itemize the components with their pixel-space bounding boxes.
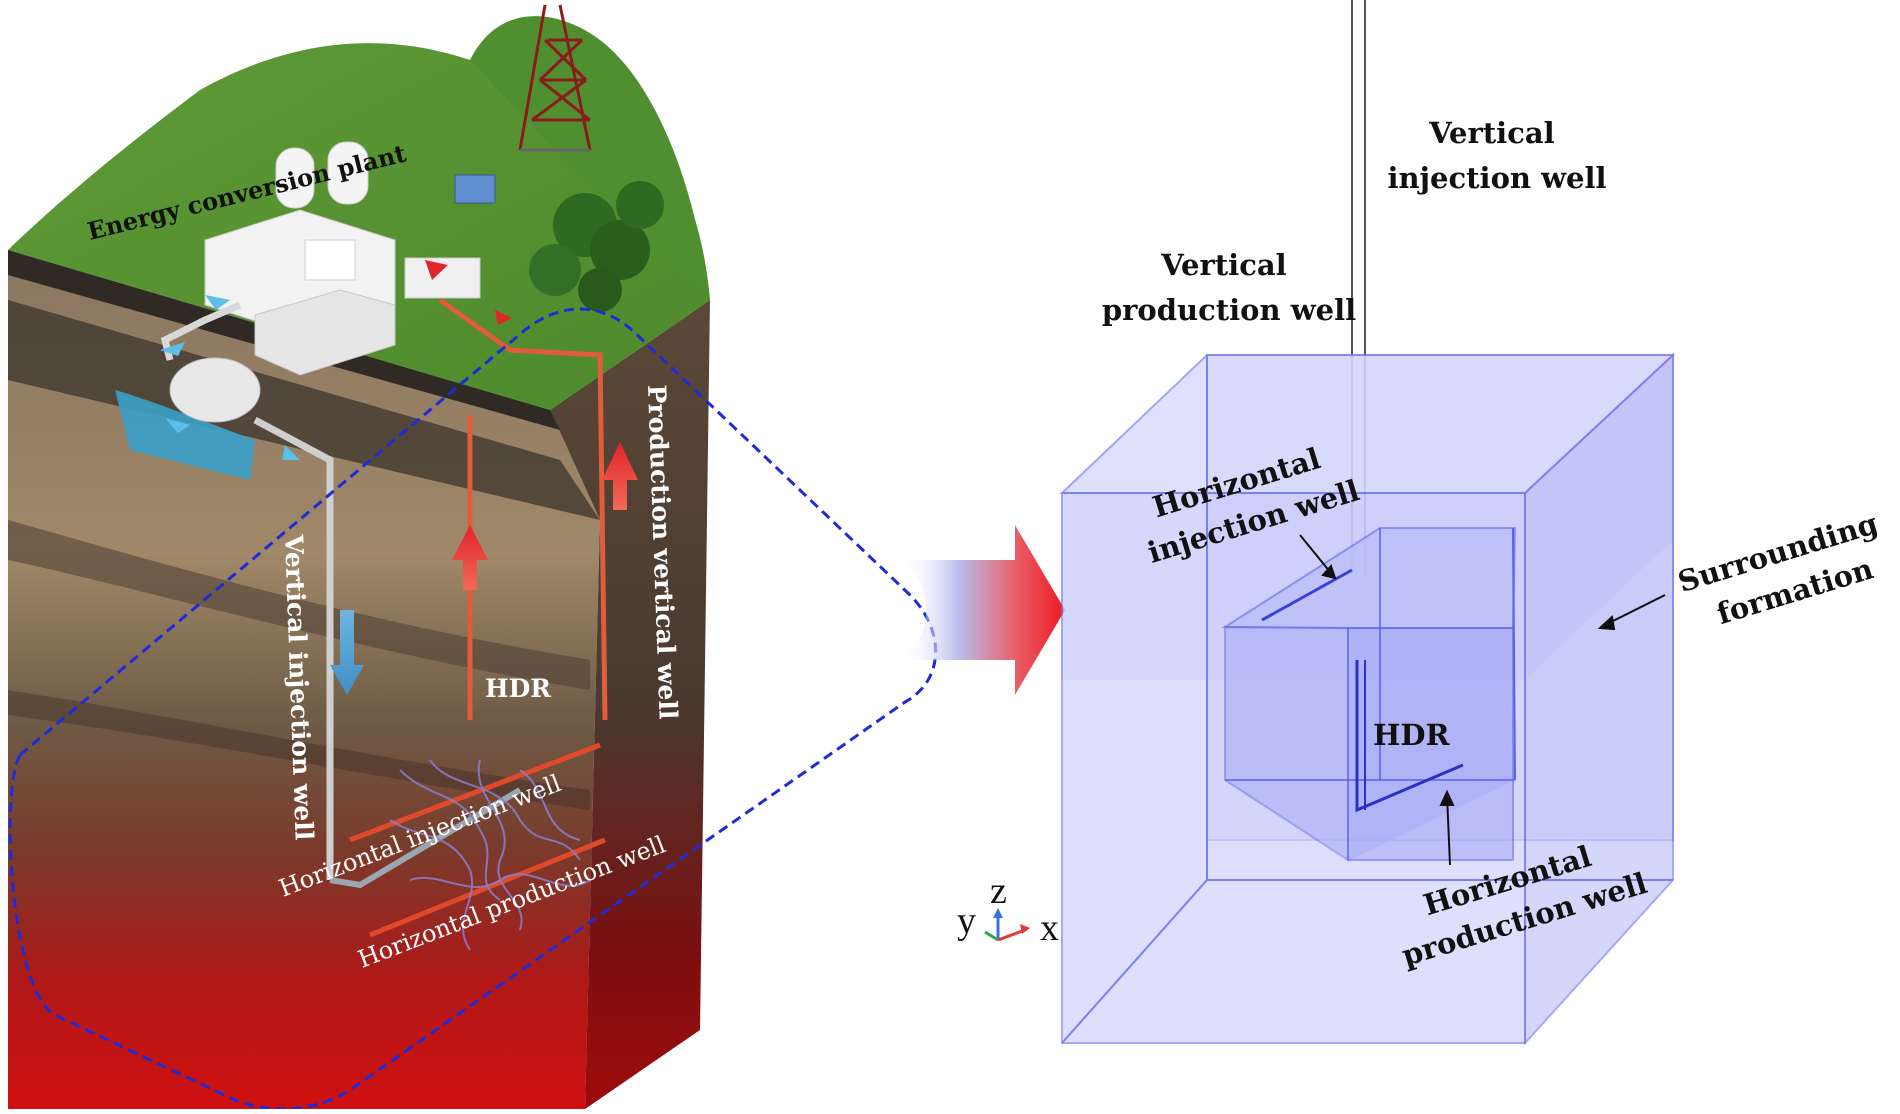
fracture-network [389,759,591,951]
trees [529,181,664,312]
axis-label-x: x [1040,907,1059,949]
label-hdr-left: HDR [485,674,551,703]
rock-layer [8,690,590,810]
y-axis-line [984,930,999,942]
up-flow-arrow [452,525,488,590]
label-hdr-3d: HDR [1373,718,1451,752]
outer-box-top-face [1059,354,1676,494]
red-flow-arrow [495,310,512,325]
rock-layer [8,300,600,520]
surface-flow-arrows [160,295,300,460]
hdr-region-outline [8,307,938,1111]
power-tower [518,4,592,152]
up-flow-arrow [602,442,638,510]
axis-label-z: z [990,870,1007,912]
storage-tank [169,357,261,423]
x-axis-line [997,928,1026,942]
axis-triad: y z x [957,870,1059,949]
horizontal-production-well-3d [1355,660,1464,813]
down-flow-arrow [330,610,364,695]
axis-label-y: y [957,900,976,942]
inner-box-hidden-edges [1225,528,1515,781]
block-side-face [550,300,710,1109]
transition-arrow [900,525,1065,695]
label-surrounding-formation: Surrounding formation [1674,503,1900,639]
horizontal-injection-pipe [329,787,522,889]
power-plant [204,141,496,376]
horizontal-injection-well-3d [1261,568,1353,622]
leader-arrows [1299,534,1666,866]
red-flow-arrow [425,260,448,280]
label-vertical-injection-well-3d: Vertical injection well [1387,116,1606,195]
injection-pipe [253,416,334,880]
label-vertical-production-well-3d: Vertical production well [1102,248,1356,327]
geothermal-block [8,4,710,1109]
model-3d [1059,0,1676,1046]
grass-surface [8,43,710,410]
horizontal-production-pipe [349,742,601,843]
inner-box-right-edge [1512,527,1516,781]
production-pipe [438,297,608,721]
rock-layer [8,520,590,690]
water-pond [115,390,255,480]
